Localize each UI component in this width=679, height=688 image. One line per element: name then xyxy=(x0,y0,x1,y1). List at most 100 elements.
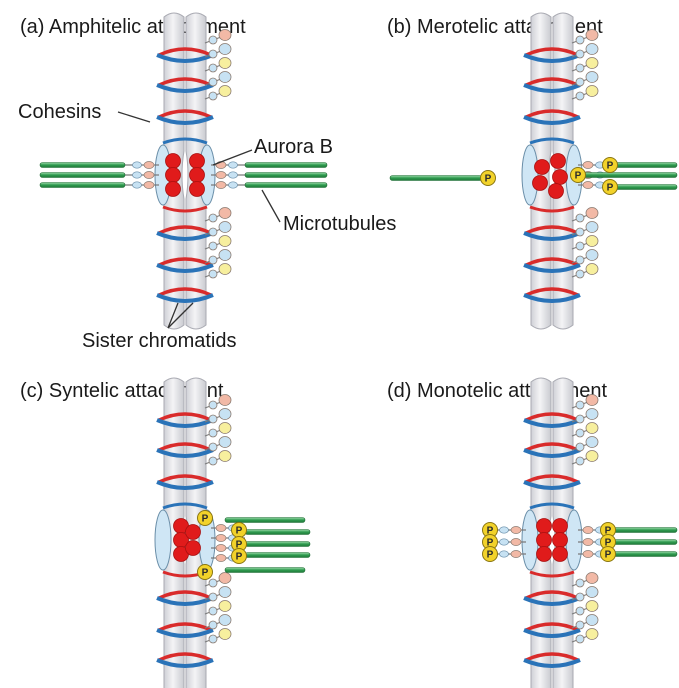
cohesin-back-arc xyxy=(525,257,579,267)
ndc80-complex xyxy=(571,71,599,87)
cohesin-back-arc xyxy=(525,412,579,422)
cohesin-ring xyxy=(156,412,214,428)
ndc80-complex xyxy=(571,249,599,265)
ndc80-complex xyxy=(571,628,599,644)
phospho-circle xyxy=(480,170,496,186)
ndc80-complex xyxy=(571,221,599,237)
cohesin-front-arc xyxy=(523,628,581,638)
link-bead xyxy=(499,538,509,546)
microtubule-right xyxy=(244,182,328,188)
ndc80-bead xyxy=(575,456,585,466)
ndc80-complex xyxy=(571,57,599,73)
ndc80-head xyxy=(218,71,232,83)
ndc80-complex xyxy=(571,586,599,602)
ndc80-head xyxy=(218,57,232,69)
cohesin-ring xyxy=(156,287,214,303)
kinetochore-left xyxy=(521,144,539,206)
ndc80-complex xyxy=(204,71,232,87)
link-bead xyxy=(228,181,238,189)
ndc80-bead xyxy=(575,592,585,602)
ndc80-complex xyxy=(204,43,232,59)
cohesin-front-arc xyxy=(523,115,581,125)
ndc80-bead xyxy=(575,269,585,279)
aurora-b-kinase xyxy=(185,540,201,556)
ndc80-head xyxy=(218,394,232,406)
cohesin-front-arc xyxy=(156,293,214,303)
phospho-label: P xyxy=(605,526,612,537)
link-bead xyxy=(143,161,155,169)
ndc80-head xyxy=(218,85,232,97)
ndc80-bead xyxy=(575,400,585,410)
link-bead xyxy=(582,181,594,189)
microtubule-syntelic xyxy=(244,529,311,535)
cohesin-front-arc xyxy=(523,448,581,458)
link-bead xyxy=(215,554,227,562)
ndc80-complex xyxy=(204,408,232,424)
phospho-label: P xyxy=(487,538,494,549)
ndc80-complex xyxy=(571,394,599,410)
microtubule-right xyxy=(244,162,328,168)
microtubule-right xyxy=(611,527,678,533)
microtubule-syntelic xyxy=(244,552,311,558)
ndc80-bead xyxy=(208,620,218,630)
cohesin-back-arc xyxy=(158,77,212,87)
panel-a-title: (a) Amphitelic attachment xyxy=(20,16,246,38)
ndc80-bead xyxy=(575,414,585,424)
microtubule-right-crossing xyxy=(571,172,678,178)
ndc80-bead xyxy=(208,227,218,237)
aurora-b-kinase xyxy=(165,167,181,183)
cohesin-front-arc xyxy=(523,658,581,668)
link-bead xyxy=(215,171,227,179)
ndc80-head xyxy=(585,436,599,448)
ndc80-head xyxy=(218,263,232,275)
ndc80-bead xyxy=(208,400,218,410)
ndc80-head xyxy=(218,249,232,261)
ndc80-complex xyxy=(204,600,232,616)
link-bead xyxy=(228,171,238,179)
cohesin-ring xyxy=(523,652,581,668)
cohesin-back-arc xyxy=(525,109,579,119)
aurora-b-kinase xyxy=(189,153,205,169)
cohesin-back-arc xyxy=(158,442,212,452)
centromere-cohesin-bottom xyxy=(529,570,575,578)
ndc80-head xyxy=(585,43,599,55)
ndc80-head xyxy=(218,221,232,233)
aurora-b-cluster xyxy=(532,153,568,199)
phospho-label: P xyxy=(487,550,494,561)
microtubule-right xyxy=(611,162,678,168)
phospho-label: P xyxy=(202,514,209,525)
ndc80-bead xyxy=(208,414,218,424)
ndc80-head xyxy=(218,235,232,247)
ndc80-head xyxy=(218,422,232,434)
link-bead xyxy=(499,526,509,534)
ndc80-head xyxy=(585,614,599,626)
aurora-b-kinase xyxy=(552,532,568,548)
ndc80-bead xyxy=(208,91,218,101)
cohesin-ring xyxy=(156,225,214,241)
ndc80-head xyxy=(585,422,599,434)
ndc80-bead xyxy=(208,456,218,466)
microtubules-label: Microtubules xyxy=(283,213,396,235)
ndc80-head xyxy=(218,408,232,420)
cohesin-ring xyxy=(523,622,581,638)
microtubule-syntelic xyxy=(224,517,306,523)
ndc80-bead xyxy=(208,442,218,452)
ndc80-complex xyxy=(571,408,599,424)
aurora-b-kinase xyxy=(548,183,564,199)
ndc80-bead xyxy=(208,63,218,73)
link-bead xyxy=(582,550,594,558)
ndc80-bead xyxy=(575,49,585,59)
cohesin-front-arc xyxy=(523,596,581,606)
cohesin-front-arc xyxy=(156,53,214,63)
ndc80-head xyxy=(585,57,599,69)
aurora-b-label: Aurora B xyxy=(254,136,333,158)
phospho-circle xyxy=(482,546,498,562)
cohesin-ring xyxy=(156,590,214,606)
cohesin-front-arc xyxy=(156,231,214,241)
link-bead xyxy=(215,181,227,189)
cohesin-ring xyxy=(523,257,581,273)
aurora-b-kinase xyxy=(552,546,568,562)
ndc80-complex xyxy=(204,85,232,101)
ndc80-bead xyxy=(208,428,218,438)
microtubules-leader-line xyxy=(261,189,281,223)
